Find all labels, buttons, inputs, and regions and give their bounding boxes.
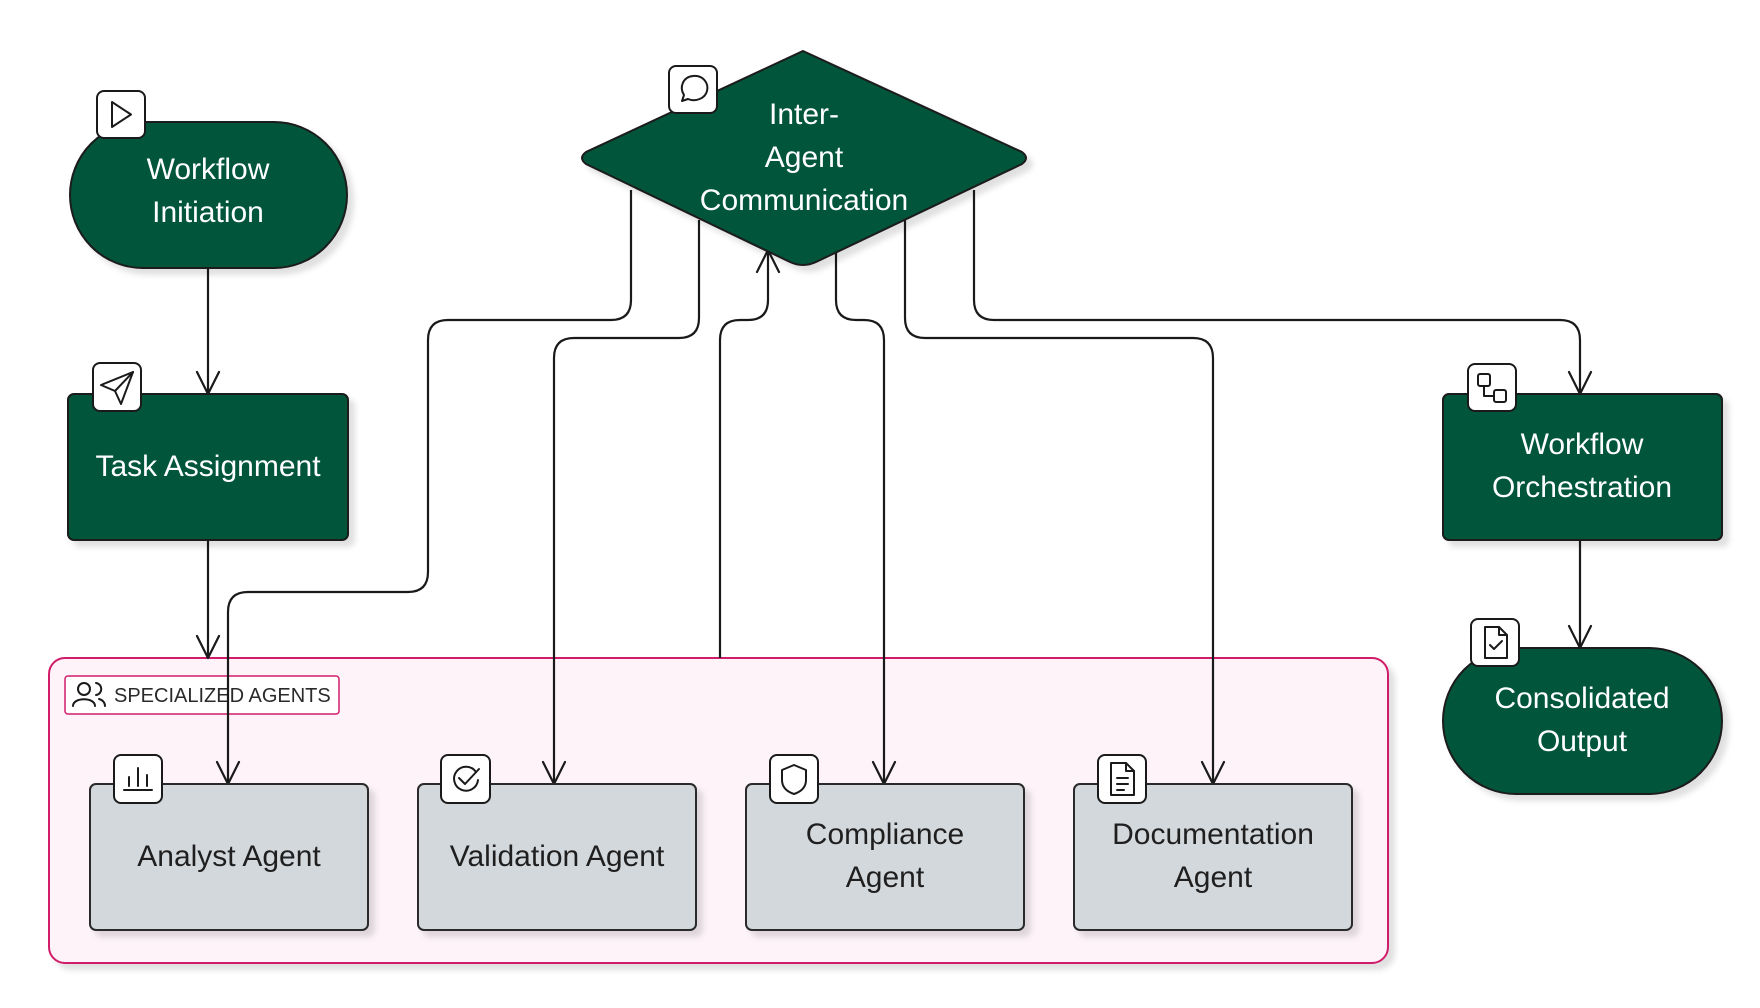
node-inter-agent-communication[interactable]: Inter- Agent Communication	[581, 49, 1027, 266]
specialized-agents-group: SPECIALIZED AGENTS	[48, 657, 1389, 964]
node-label-line: Compliance	[806, 818, 964, 851]
node-label-line: Communication	[700, 184, 908, 217]
edge-group-to-comm	[718, 250, 770, 658]
check-circle-icon	[440, 754, 491, 804]
group-label: SPECIALIZED AGENTS	[114, 685, 331, 707]
node-label-line: Workflow	[147, 153, 270, 186]
users-icon	[72, 682, 106, 707]
edge-comm-to-orchestration	[972, 190, 1582, 394]
node-task-assignment[interactable]: Task Assignment	[67, 362, 349, 541]
file-check-icon	[1470, 618, 1520, 667]
message-circle-icon	[668, 65, 718, 114]
shield-icon	[769, 754, 819, 804]
edge-comm-to-documentation	[903, 220, 1215, 784]
edge-comm-to-validation	[552, 220, 701, 784]
node-label-line: Task Assignment	[95, 450, 321, 483]
node-label-line: Orchestration	[1492, 471, 1672, 504]
node-consolidated-output[interactable]: Consolidated Output	[1442, 618, 1723, 795]
node-analyst-agent[interactable]: Analyst Agent	[89, 754, 369, 931]
node-validation-agent[interactable]: Validation Agent	[417, 754, 697, 931]
arrowhead	[195, 634, 221, 660]
node-label-line: Consolidated	[1494, 682, 1669, 715]
node-label-line: Documentation	[1112, 818, 1314, 851]
node-workflow-orchestration[interactable]: Workflow Orchestration	[1442, 363, 1723, 541]
bar-chart-icon	[113, 754, 163, 804]
group-label-badge: SPECIALIZED AGENTS	[64, 675, 340, 715]
node-label-line: Output	[1537, 725, 1628, 758]
edge-comm-to-compliance	[834, 252, 886, 784]
edge-comm-to-analyst	[226, 190, 633, 784]
node-documentation-agent[interactable]: Documentation Agent	[1073, 754, 1353, 931]
node-label-line: Agent	[1174, 861, 1253, 894]
workflow-icon	[1467, 363, 1517, 412]
node-label-line: Analyst Agent	[137, 840, 321, 873]
edges	[195, 190, 1593, 786]
node-label-line: Inter-	[769, 98, 839, 131]
node-label-line: Agent	[765, 141, 844, 174]
send-icon	[92, 362, 142, 412]
node-label-line: Agent	[846, 861, 925, 894]
node-label-line: Validation Agent	[450, 840, 665, 873]
node-compliance-agent[interactable]: Compliance Agent	[745, 754, 1025, 931]
node-workflow-initiation[interactable]: Workflow Initiation	[69, 90, 348, 269]
play-icon	[96, 90, 146, 139]
file-text-icon	[1097, 754, 1147, 804]
node-label-line: Workflow	[1521, 428, 1644, 461]
node-label-line: Initiation	[152, 196, 264, 229]
